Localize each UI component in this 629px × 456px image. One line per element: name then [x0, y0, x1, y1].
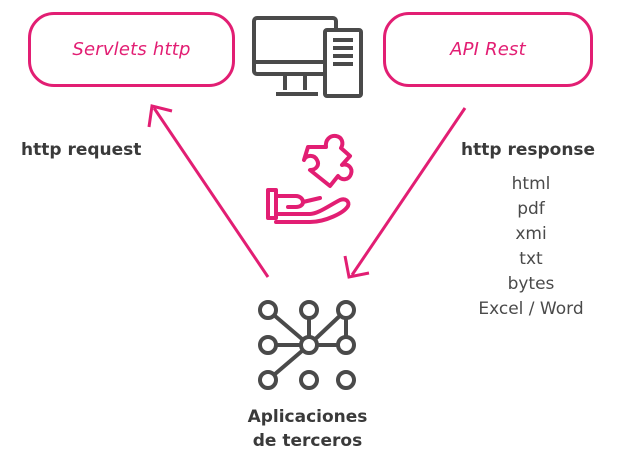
apps-label-line1: Aplicaciones [247, 407, 368, 427]
format-item: html [511, 174, 551, 194]
request-arrow [152, 107, 270, 278]
api-rest-node: API Rest [383, 12, 593, 87]
servlets-node: Servlets http [28, 12, 235, 87]
http-request-label: http request [21, 140, 142, 160]
request-arrowhead [147, 104, 173, 128]
api-rest-label: API Rest [450, 39, 526, 60]
apps-label-line2: de terceros [252, 431, 363, 451]
format-item: txt [519, 249, 543, 269]
format-item: xmi [515, 224, 547, 244]
response-arrow [350, 107, 467, 276]
format-item: pdf [517, 199, 545, 219]
format-item: bytes [507, 274, 555, 294]
third-party-apps-label: Aplicaciones de terceros [200, 405, 415, 453]
servlets-label: Servlets http [72, 39, 191, 60]
response-formats-list: html pdf xmi txt bytes Excel / Word [452, 172, 610, 322]
http-response-label: http response [461, 140, 596, 160]
format-item: Excel / Word [478, 299, 584, 319]
response-arrowhead [343, 255, 370, 279]
